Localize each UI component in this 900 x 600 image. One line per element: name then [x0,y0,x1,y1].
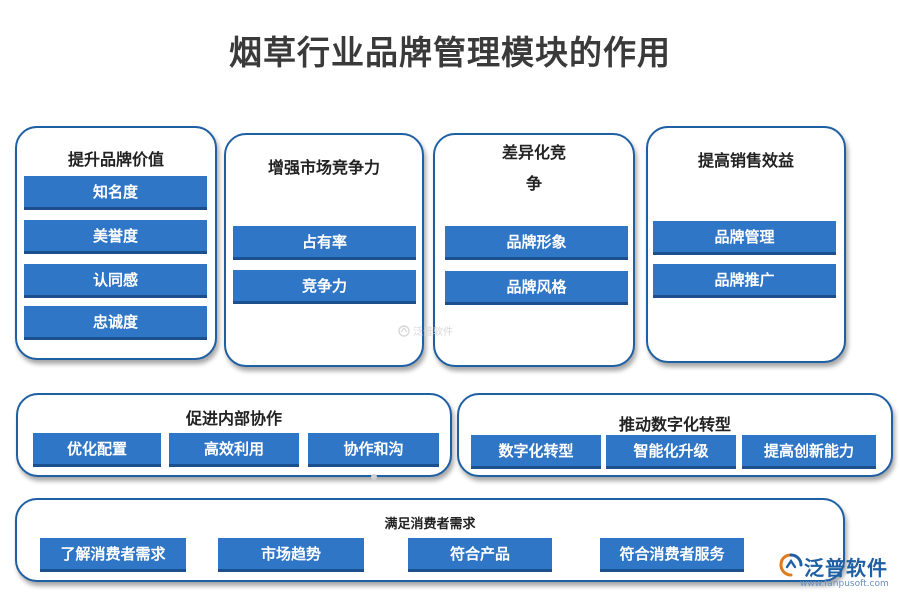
competitiveness-item: 竞争力 [233,270,416,304]
consumer-item: 市场趋势 [218,538,364,572]
sales-item: 品牌管理 [653,221,836,255]
collaboration-box: 促进内部协作 优化配置 高效利用 协作和沟 [16,393,452,477]
sales-title: 提高销售效益 [697,151,794,170]
digital-item: 智能化升级 [606,435,736,469]
differentiation-item: 品牌风格 [445,271,628,305]
consumer-title: 满足消费者需求 [384,517,476,532]
collaboration-item: 协作和沟 [308,433,439,467]
brand-logo: 泛普软件 www.fanpusoft.com [778,552,893,594]
page-title: 烟草行业品牌管理模块的作用 [229,33,671,72]
consumer-item: 符合产品 [408,538,552,572]
watermark-text: 泛普软件 [413,327,453,338]
digital-title: 推动数字化转型 [618,415,731,434]
digital-box: 推动数字化转型 数字化转型 智能化升级 提高创新能力 [457,393,893,477]
watermark-logo-icon [398,324,410,337]
competitiveness-title: 增强市场竞争力 [267,158,380,177]
sales-box: 提高销售效益 品牌管理 品牌推广 [646,126,846,363]
differentiation-title-line2: 争 [525,174,542,193]
brand-value-title: 提升品牌价值 [67,150,164,169]
brand-value-item: 认同感 [24,264,207,298]
logo-url: www.fanpusoft.com [800,579,889,589]
differentiation-title-line1: 差异化竞 [501,143,566,162]
decorative-dot [371,474,377,480]
brand-value-item: 忠诚度 [24,306,207,340]
consumer-box: 满足消费者需求 了解消费者需求 市场趋势 符合产品 符合消费者服务 [15,498,845,582]
digital-item: 数字化转型 [471,435,601,469]
digital-item: 提高创新能力 [742,435,876,469]
differentiation-box: 差异化竞 争 品牌形象 品牌风格 [433,133,635,367]
competitiveness-item: 占有率 [233,226,416,260]
brand-value-item: 美誉度 [24,220,207,254]
logo-mark-icon [779,553,803,577]
competitiveness-box: 增强市场竞争力 占有率 竞争力 [224,133,424,367]
brand-value-box: 提升品牌价值 知名度 美誉度 认同感 忠诚度 [15,126,217,360]
collaboration-item: 优化配置 [33,433,161,467]
differentiation-item: 品牌形象 [445,226,628,260]
collaboration-title: 促进内部协作 [185,409,282,428]
logo-name: 泛普软件 [804,556,888,580]
consumer-item: 了解消费者需求 [40,538,186,572]
sales-item: 品牌推广 [653,264,836,298]
consumer-item: 符合消费者服务 [600,538,744,572]
brand-value-item: 知名度 [24,176,207,210]
watermark: 泛普软件 [398,323,453,338]
collaboration-item: 高效利用 [169,433,299,467]
